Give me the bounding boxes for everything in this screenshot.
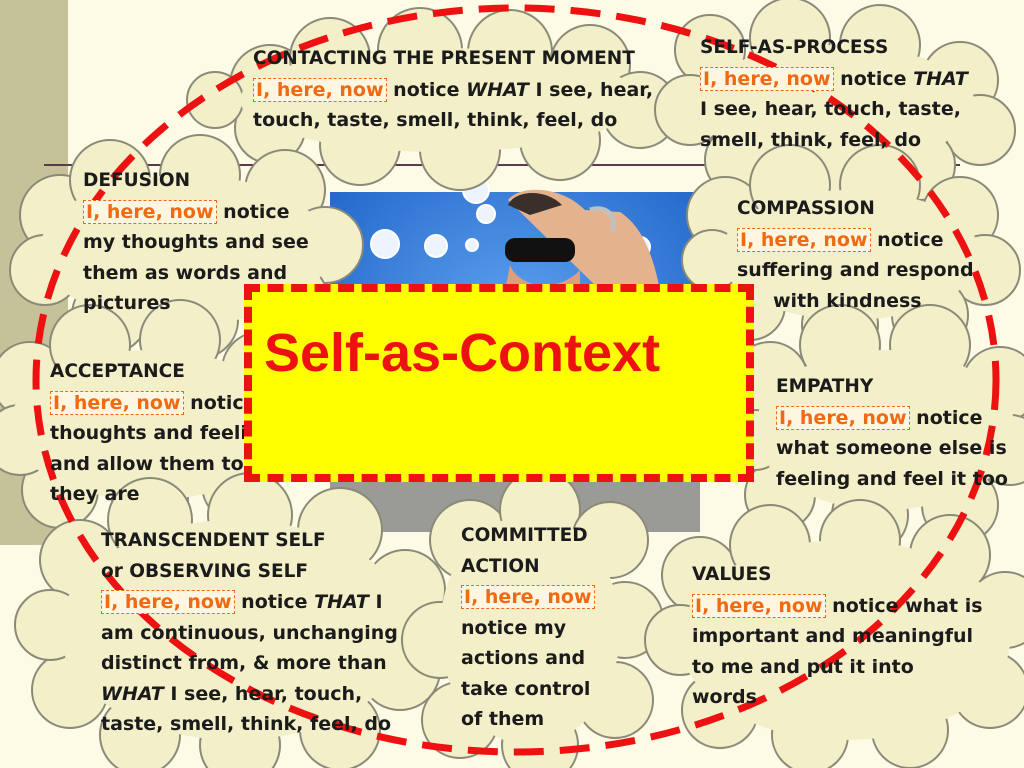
values-line-3: to me and put it into bbox=[692, 655, 914, 678]
transcendent-title-2: or OBSERVING SELF bbox=[101, 560, 309, 582]
defusion-line-1: I, here, now notice bbox=[83, 197, 309, 228]
self-process-line-2: I see, hear, touch, taste, bbox=[700, 98, 961, 120]
self-process-line-3: smell, think, feel, do bbox=[700, 128, 922, 151]
transcendent-text: TRANSCENDENT SELF or OBSERVING SELF I, h… bbox=[101, 526, 398, 740]
cloud-values bbox=[644, 499, 1024, 768]
values-text: VALUES I, here, now notice what is impor… bbox=[692, 560, 983, 713]
marker: I, here, now bbox=[737, 227, 871, 252]
acceptance-title: ACCEPTANCE bbox=[50, 361, 185, 382]
committed-line-2: actions and bbox=[461, 647, 586, 669]
marker: I, here, now bbox=[700, 66, 834, 91]
committed-text: COMMITTED ACTION I, here, now notice my … bbox=[461, 521, 595, 735]
transcendent-line-2: am continuous, unchanging bbox=[101, 621, 398, 644]
contacting-line-1: I, here, now notice WHAT I see, hear, bbox=[253, 75, 653, 106]
cloud-transcendent bbox=[14, 472, 446, 768]
self-as-context-box-front: Self-as-Context bbox=[244, 284, 754, 482]
compassion-line-1: I, here, now notice bbox=[737, 225, 974, 256]
transcendent-title-1: TRANSCENDENT SELF bbox=[101, 530, 326, 551]
empathy-line-3: feeling and feel it too bbox=[776, 467, 1008, 490]
defusion-line-3: them as words and bbox=[83, 261, 288, 284]
marker: I, here, now bbox=[776, 405, 910, 430]
values-line-4: words bbox=[692, 686, 757, 708]
acceptance-line-3: and allow them to be as bbox=[50, 452, 308, 475]
person-figure bbox=[505, 189, 660, 290]
compassion-title: COMPASSION bbox=[737, 198, 875, 219]
committed-line-3: take control bbox=[461, 677, 591, 700]
acceptance-line-1: I, here, now notice bbox=[50, 388, 308, 419]
empathy-text: EMPATHY I, here, now notice what someone… bbox=[776, 372, 1008, 494]
committed-title-1: COMMITTED bbox=[461, 525, 588, 546]
committed-line-1: notice my bbox=[461, 616, 567, 639]
self-process-title: SELF-AS-PROCESS bbox=[700, 37, 889, 58]
compassion-text: COMPASSION I, here, now notice suffering… bbox=[737, 194, 974, 316]
compassion-line-2: suffering and respond bbox=[737, 259, 974, 281]
compassion-line-3: with kindness bbox=[773, 289, 922, 312]
contacting-line-2: touch, taste, smell, think, feel, do bbox=[253, 109, 618, 131]
defusion-line-2: my thoughts and see bbox=[83, 231, 309, 253]
empathy-title: EMPATHY bbox=[776, 376, 874, 397]
defusion-text: DEFUSION I, here, now notice my thoughts… bbox=[83, 166, 309, 319]
marker: I, here, now bbox=[253, 77, 387, 102]
acceptance-text: ACCEPTANCE I, here, now notice thoughts … bbox=[50, 357, 308, 510]
defusion-line-4: pictures bbox=[83, 292, 171, 314]
outer-dashed-ellipse bbox=[32, 4, 1000, 756]
self-process-line-1: I, here, now notice THAT bbox=[700, 64, 968, 95]
marker: I, here, now bbox=[461, 585, 595, 609]
contacting-title: CONTACTING THE PRESENT MOMENT bbox=[253, 48, 635, 69]
empathy-line-1: I, here, now notice bbox=[776, 403, 1008, 434]
contacting-text: CONTACTING THE PRESENT MOMENT I, here, n… bbox=[253, 44, 653, 136]
committed-marker-line: I, here, now bbox=[461, 582, 595, 613]
values-title: VALUES bbox=[692, 564, 772, 585]
transcendent-line-5: taste, smell, think, feel, do bbox=[101, 713, 392, 735]
cloud-contacting bbox=[186, 7, 679, 191]
cloud-committed bbox=[401, 469, 664, 768]
defusion-title: DEFUSION bbox=[83, 170, 191, 191]
committed-title-2: ACTION bbox=[461, 555, 540, 577]
transcendent-line-3: distinct from, & more than bbox=[101, 652, 387, 674]
committed-line-4: of them bbox=[461, 708, 545, 730]
transcendent-line-1: I, here, now notice THAT I bbox=[101, 587, 398, 618]
acceptance-line-2: thoughts and feelings bbox=[50, 422, 286, 444]
marker: I, here, now bbox=[692, 593, 826, 618]
marker: I, here, now bbox=[83, 199, 217, 224]
acceptance-line-4: they are bbox=[50, 483, 140, 505]
marker: I, here, now bbox=[50, 390, 184, 415]
values-line-1: I, here, now notice what is bbox=[692, 591, 983, 622]
empathy-line-2: what someone else is bbox=[776, 437, 1007, 459]
marker: I, here, now bbox=[101, 590, 235, 614]
self-as-context-title-front: Self-as-Context bbox=[264, 323, 661, 383]
values-line-2: important and meaningful bbox=[692, 625, 974, 647]
self-process-text: SELF-AS-PROCESS I, here, now notice THAT… bbox=[700, 33, 968, 155]
transcendent-line-4: WHAT I see, hear, touch, bbox=[101, 682, 363, 705]
